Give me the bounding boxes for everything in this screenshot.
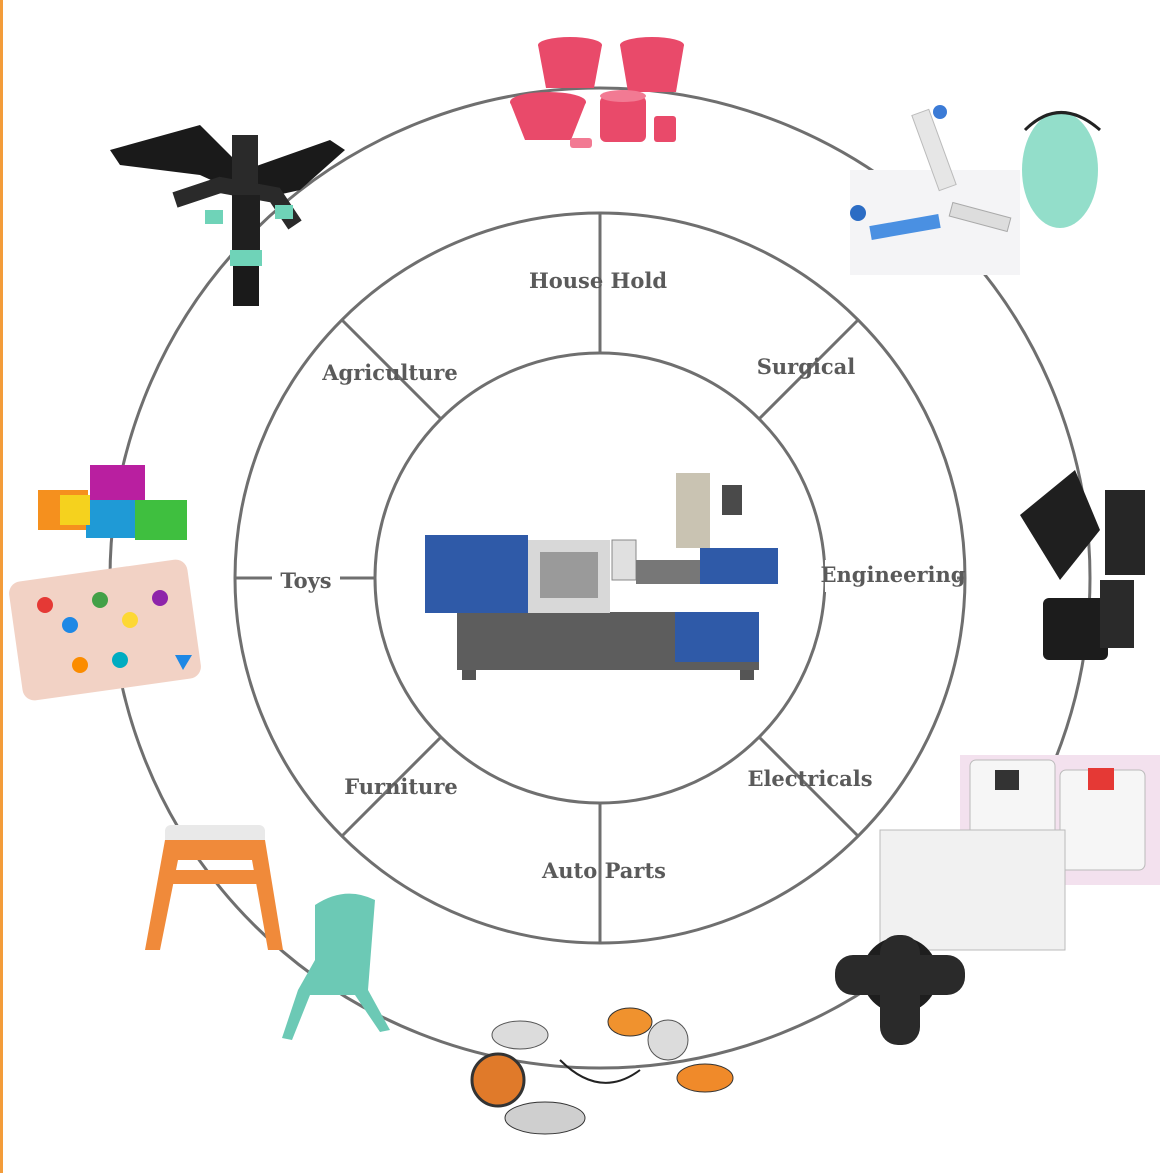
label-agriculture: Agriculture [321, 360, 457, 385]
engineering-label-bg [825, 560, 957, 592]
sprinkler-icon [110, 125, 345, 306]
label-surgical: Surgical [757, 354, 856, 379]
stool-chair-icon [145, 825, 390, 1040]
divider-spokes [235, 213, 965, 943]
spoke-electricals [757, 735, 860, 838]
label-furniture: Furniture [344, 774, 458, 799]
label-toys: Toys [280, 568, 331, 593]
spoke-agriculture [340, 318, 443, 421]
label-engineering: Engineering [821, 562, 966, 587]
plastic-buckets-icon [510, 37, 684, 148]
switch-junction-box-icon [835, 755, 1160, 1045]
spoke-surgical [757, 318, 860, 421]
indicator-lamps-icon [470, 1007, 734, 1135]
label-auto-parts: Auto Parts [541, 858, 666, 883]
building-blocks-icon [9, 465, 201, 701]
spoke-furniture [340, 735, 443, 838]
label-household: House Hold [529, 268, 667, 293]
medical-mask-iv-set-icon [850, 105, 1101, 275]
black-plastic-parts-icon [1020, 470, 1145, 660]
toys-label-bg [272, 562, 340, 596]
injection-molding-machine-icon [425, 473, 778, 680]
label-electricals: Electricals [747, 766, 872, 791]
left-edge-bar [0, 0, 3, 1173]
